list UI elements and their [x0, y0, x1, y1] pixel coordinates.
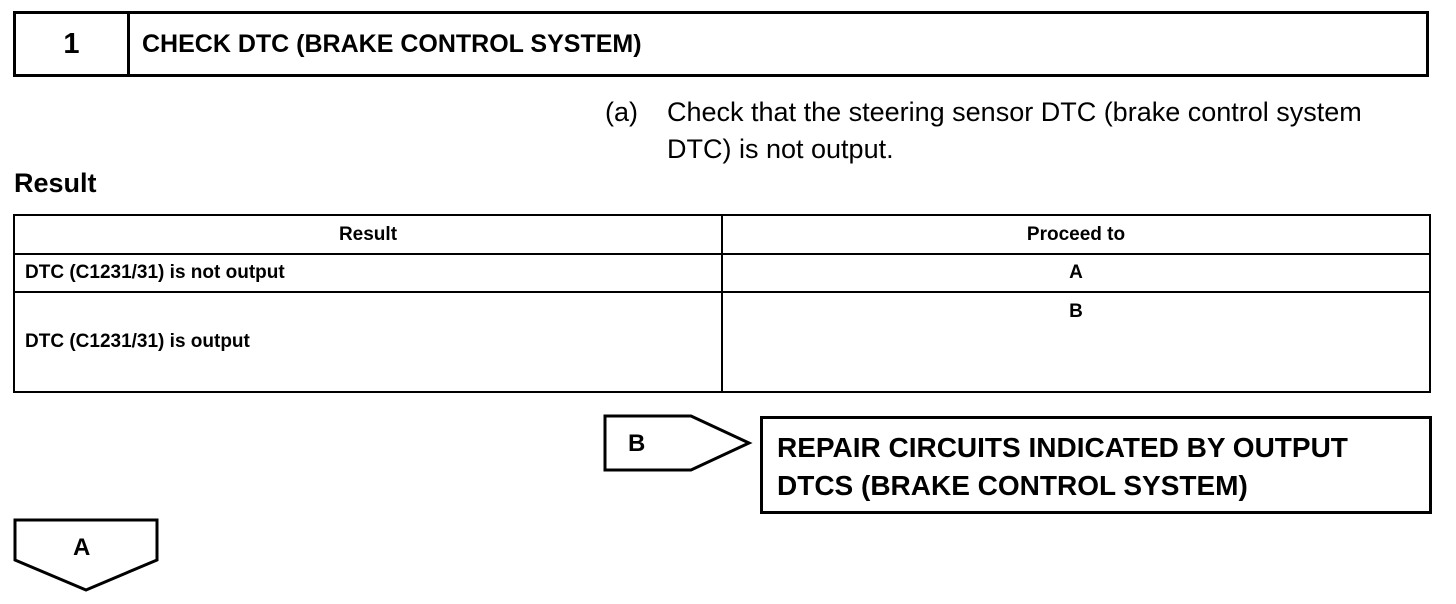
branch-b-label: B: [628, 430, 646, 457]
step-header: 1 CHECK DTC (BRAKE CONTROL SYSTEM): [13, 11, 1429, 77]
result-table: Result Proceed to DTC (C1231/31) is not …: [13, 214, 1431, 393]
table-header-row: Result Proceed to: [13, 214, 1431, 255]
proceed-cell: B: [721, 291, 1431, 393]
branch-a-label: A: [73, 534, 91, 561]
result-cell: DTC (C1231/31) is output: [13, 291, 723, 393]
step-title: CHECK DTC (BRAKE CONTROL SYSTEM): [142, 29, 642, 58]
result-heading: Result: [14, 168, 97, 198]
instruction-marker: (a): [605, 97, 638, 127]
column-header-result: Result: [13, 214, 723, 255]
result-cell: DTC (C1231/31) is not output: [13, 253, 723, 293]
table-row: DTC (C1231/31) is not output A: [13, 253, 1431, 293]
branch-a-arrow-icon: [13, 518, 159, 592]
step-number: 1: [16, 14, 130, 74]
table-row: DTC (C1231/31) is output B: [13, 291, 1431, 393]
branch-b-arrow-icon: [603, 414, 753, 472]
proceed-cell: A: [721, 253, 1431, 293]
instruction-text: Check that the steering sensor DTC (brak…: [667, 97, 1362, 164]
repair-action-box: REPAIR CIRCUITS INDICATED BY OUTPUT DTCS…: [760, 416, 1432, 514]
instruction: (a) Check that the steering sensor DTC (…: [605, 94, 1405, 168]
column-header-proceed: Proceed to: [721, 214, 1431, 255]
